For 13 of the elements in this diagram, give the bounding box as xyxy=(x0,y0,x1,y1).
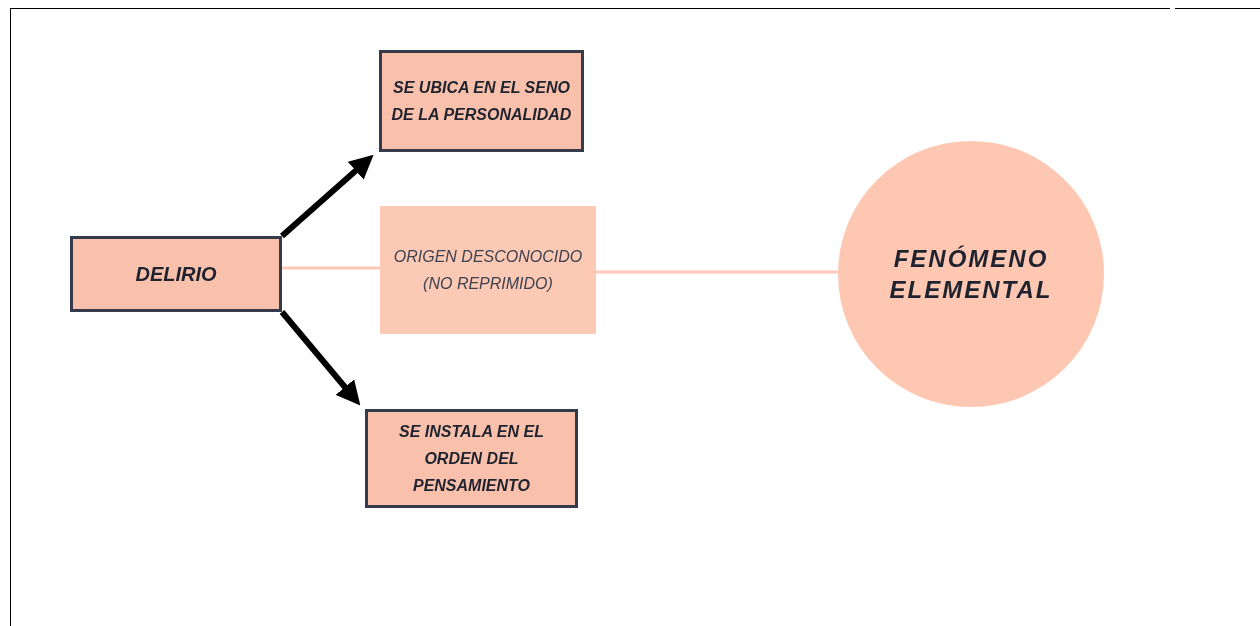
arrow xyxy=(280,154,374,239)
process-box xyxy=(365,409,578,508)
node-text: SE INSTALA EN EL ORDEN DEL PENSAMIENTO xyxy=(398,422,545,496)
connector-line xyxy=(282,266,380,270)
node-text: DELIRIO xyxy=(135,262,217,287)
node-text: ORIGEN DESCONOCIDO (NO REPRIMIDO) xyxy=(392,247,584,294)
process-box xyxy=(70,236,282,312)
connector-line xyxy=(596,270,838,274)
process-box xyxy=(379,50,584,152)
node-text: SE UBICA EN EL SENO DE LA PERSONALIDAD xyxy=(390,78,573,125)
label-box xyxy=(380,206,596,334)
node-text: FENÓMENO ELEMENTAL xyxy=(888,244,1054,305)
arrow xyxy=(279,310,361,406)
